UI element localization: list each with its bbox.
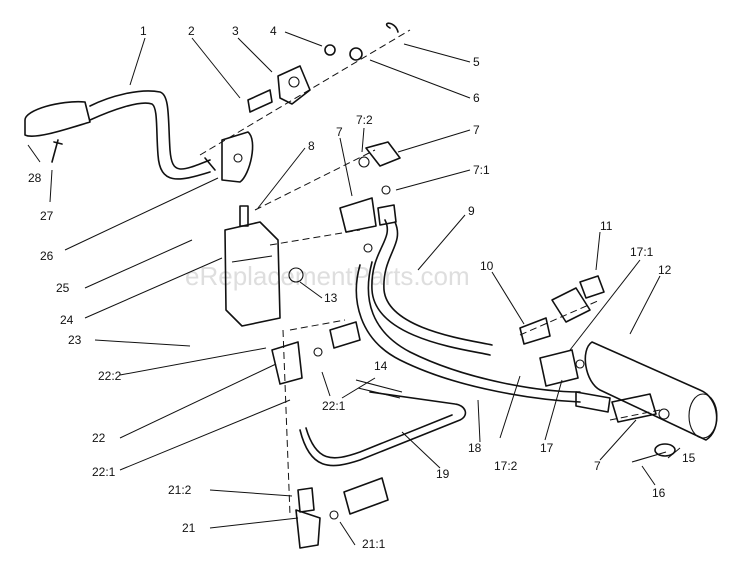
callout-7-1-top: 7:1 — [473, 163, 490, 177]
callout-5: 5 — [473, 55, 480, 69]
lever-yoke — [247, 22, 399, 113]
hydraulic-hoses — [355, 219, 611, 413]
clevis — [519, 275, 605, 345]
handle-lever — [24, 90, 216, 180]
callout-3: 3 — [232, 24, 239, 38]
callout-25: 25 — [56, 281, 70, 295]
callout-24: 24 — [60, 313, 74, 327]
callout-17-2: 17:2 — [494, 459, 518, 473]
callout-8: 8 — [308, 139, 315, 153]
watermark: eReplacementParts.com — [185, 261, 470, 291]
callout-22-1-left: 22:1 — [92, 465, 116, 479]
callout-labels: 1 2 3 4 5 6 7 7:2 7 7:1 8 9 10 11 17:1 1… — [28, 24, 696, 551]
callout-2: 2 — [188, 24, 195, 38]
callout-11: 11 — [600, 219, 613, 233]
callout-21-2: 21:2 — [168, 483, 192, 497]
leader-lines — [27, 31, 681, 546]
callout-15: 15 — [682, 451, 696, 465]
fittings-top — [339, 141, 401, 253]
tube-assembly — [299, 379, 467, 467]
callout-10: 10 — [480, 259, 494, 273]
callout-1: 1 — [140, 24, 147, 38]
callout-7-b: 7 — [473, 123, 480, 137]
callout-22-1-right: 22:1 — [322, 399, 346, 413]
callout-4: 4 — [270, 24, 277, 38]
callout-7-c: 7 — [594, 459, 601, 473]
hydraulic-cylinder — [539, 341, 718, 463]
valve-body — [221, 131, 304, 327]
callout-16: 16 — [652, 486, 666, 500]
callout-9: 9 — [468, 204, 475, 218]
callout-7-2-top: 7:2 — [356, 113, 373, 127]
callout-17: 17 — [540, 441, 554, 455]
fittings-left — [271, 321, 389, 549]
callout-6: 6 — [473, 91, 480, 105]
callout-18: 18 — [468, 441, 482, 455]
callout-28: 28 — [28, 171, 42, 185]
callout-22: 22 — [92, 431, 106, 445]
callout-14: 14 — [374, 359, 388, 373]
callout-26: 26 — [40, 249, 54, 263]
knob-screw — [51, 139, 63, 163]
callout-13: 13 — [324, 291, 338, 305]
callout-7-a: 7 — [336, 125, 343, 139]
callout-27: 27 — [40, 209, 54, 223]
callout-12: 12 — [658, 263, 672, 277]
callout-21: 21 — [182, 521, 196, 535]
callout-23: 23 — [68, 333, 82, 347]
callout-22-2: 22:2 — [98, 369, 122, 383]
callout-19: 19 — [436, 467, 450, 481]
callout-21-1: 21:1 — [362, 537, 386, 551]
callout-17-1-top: 17:1 — [630, 245, 654, 259]
